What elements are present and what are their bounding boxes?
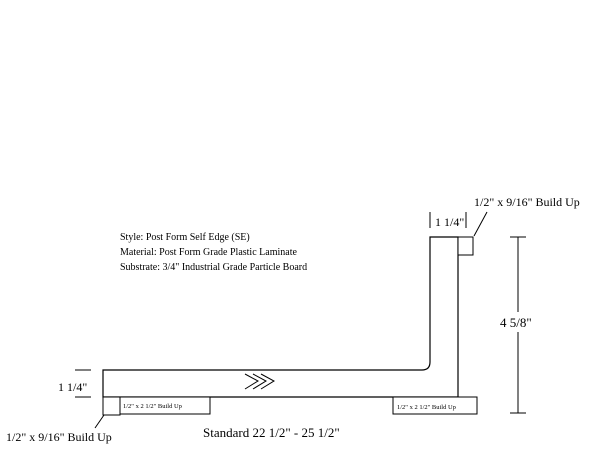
buildup-strip-right <box>392 396 478 415</box>
break-mark-icon <box>252 373 268 390</box>
leader-line-bottom <box>94 414 105 429</box>
spec-material: Material: Post Form Grade Plastic Lamina… <box>120 247 297 258</box>
buildup-block-bottom <box>102 396 121 416</box>
dim-thickness-top: 1 1/4" <box>435 215 464 229</box>
break-mark-icon <box>260 373 276 390</box>
dim-buildup-top: 1/2" x 9/16" Build Up <box>474 195 580 209</box>
buildup-strip-left-label: 1/2" x 2 1/2" Build Up <box>123 403 182 410</box>
buildup-strip-left <box>119 396 211 415</box>
dim-backsplash-height: 4 5/8" <box>500 315 532 330</box>
buildup-strip-right-label: 1/2" x 2 1/2" Build Up <box>397 404 456 411</box>
dim-thickness-left: 1 1/4" <box>58 380 87 394</box>
buildup-block-top <box>457 236 474 256</box>
spec-substrate: Substrate: 3/4" Industrial Grade Particl… <box>120 262 307 273</box>
dim-buildup-bottom: 1/2" x 9/16" Build Up <box>6 430 112 444</box>
dim-depth: Standard 22 1/2" - 25 1/2" <box>203 425 340 440</box>
countertop-outline <box>102 236 459 398</box>
leader-line-top <box>473 211 488 237</box>
break-mark-icon <box>244 373 260 390</box>
spec-style: Style: Post Form Self Edge (SE) <box>120 232 250 243</box>
